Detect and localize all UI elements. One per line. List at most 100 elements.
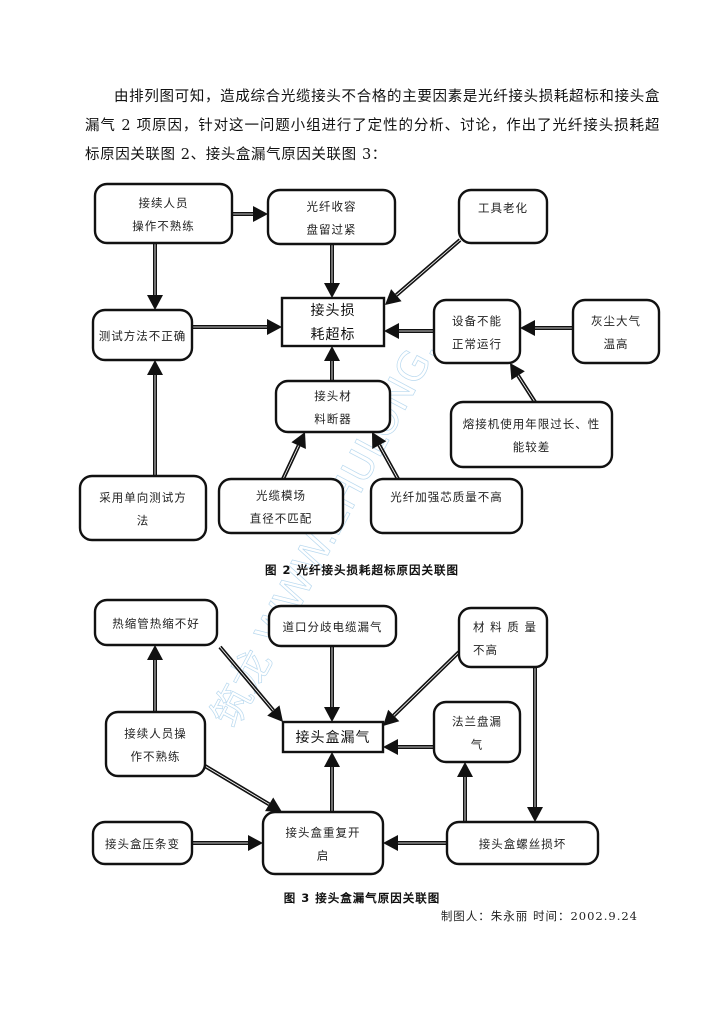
- node-box: [261, 810, 385, 876]
- fig3-edge-operator-to-heat-shrink: [147, 645, 163, 712]
- arrowhead-icon: [383, 835, 398, 851]
- arrowhead-icon: [372, 432, 387, 449]
- node-label: 接头材: [314, 389, 352, 403]
- fig2-edge-fusion-machine-to-equipment: [510, 363, 537, 404]
- fig3-edge-reopen-to-center: [324, 752, 340, 812]
- node-label: 接头盒压条变: [105, 837, 180, 851]
- figure2-edges: [147, 206, 573, 480]
- node-label: 设备不能: [452, 314, 502, 328]
- arrowhead-icon: [324, 707, 340, 722]
- node-label: 正常运行: [452, 337, 502, 351]
- node-box: [457, 606, 549, 669]
- arrowhead-icon: [248, 835, 263, 851]
- fig3-node-strip: 接头盒压条变: [91, 820, 194, 866]
- fig2-edge-strength-core-to-material: [372, 432, 400, 480]
- node-label: 料断器: [314, 412, 352, 426]
- node-label: 材 料 质 量: [473, 620, 537, 634]
- node-label: 法兰盘漏: [452, 715, 502, 729]
- arrowhead-icon: [147, 295, 163, 310]
- fig2-edge-operator-to-test-method: [147, 243, 163, 310]
- fig2-edge-mode-field-to-material: [281, 432, 306, 480]
- arrow-shaft-highlight: [204, 765, 270, 805]
- fig3-node-screw: 接头盒螺丝损坏: [445, 820, 600, 866]
- fig3-edge-screw-to-reopen: [383, 835, 447, 851]
- arrowhead-icon: [265, 797, 282, 812]
- fig2-node-center: 接头损耗超标: [280, 296, 386, 348]
- node-label: 光纤加强芯质量不高: [390, 490, 503, 504]
- node-box: [104, 710, 207, 778]
- arrow-shaft-highlight: [396, 239, 461, 296]
- node-box: [457, 188, 549, 245]
- node-label: 操作不熟练: [132, 219, 195, 233]
- node-label: 采用单向测试方: [99, 491, 187, 505]
- arrowhead-icon: [457, 762, 473, 777]
- node-box: [78, 474, 208, 542]
- node-label: 灰尘大气: [591, 314, 641, 328]
- figure3-edges: [147, 645, 543, 851]
- node-label: 法: [137, 514, 150, 528]
- fig3-node-center: 接头盒漏气: [281, 720, 385, 754]
- node-box: [267, 604, 398, 648]
- arrowhead-icon: [324, 283, 340, 298]
- node-label: 道口分歧电缆漏气: [283, 620, 383, 634]
- node-box: [281, 720, 385, 754]
- fig3-edge-branch-cable-to-center: [324, 646, 340, 722]
- fig2-node-strength-core: 光纤加强芯质量不高: [369, 477, 524, 535]
- arrowhead-icon: [520, 320, 535, 336]
- fig3-node-heat-shrink: 热缩管热缩不好: [93, 598, 219, 647]
- arrowhead-icon: [383, 739, 398, 755]
- arrowhead-icon: [384, 323, 399, 339]
- fig3-edge-material-quality-to-screw: [527, 667, 543, 822]
- node-box: [91, 820, 194, 866]
- fig2-edge-one-way-test-to-test-method: [147, 360, 163, 476]
- fig2-node-test-method: 测试方法不正确: [91, 308, 194, 362]
- fig3-edge-screw-to-flange: [457, 762, 473, 822]
- node-label: 热缩管热缩不好: [112, 617, 200, 631]
- arrowhead-icon: [324, 752, 340, 767]
- arrow-shaft-highlight: [219, 646, 274, 711]
- fig2-edge-test-method-to-center: [192, 319, 282, 335]
- arrow-shaft-highlight: [282, 445, 300, 480]
- arrowhead-icon: [253, 206, 268, 222]
- arrow-shaft-highlight: [393, 651, 460, 716]
- node-label: 接头盒螺丝损坏: [479, 837, 567, 851]
- figure3-caption: 图 3 接头盒漏气原因关联图: [284, 891, 441, 905]
- arrowhead-icon: [527, 807, 543, 822]
- node-label: 不高: [473, 643, 498, 657]
- node-label: 接续人员操: [124, 727, 187, 741]
- node-label: 接头盒重复开: [286, 826, 361, 840]
- node-label: 温高: [604, 337, 629, 351]
- fig3-edge-operator-to-reopen: [203, 764, 282, 812]
- arrowhead-icon: [267, 319, 282, 335]
- node-label: 接头盒漏气: [296, 729, 371, 746]
- node-label: 工具老化: [478, 201, 528, 215]
- arrowhead-icon: [385, 289, 402, 305]
- arrowhead-icon: [147, 360, 163, 375]
- node-label: 气: [471, 738, 484, 752]
- arrowhead-icon: [324, 346, 340, 361]
- node-box: [280, 296, 386, 348]
- node-box: [274, 379, 392, 434]
- node-box: [432, 700, 522, 764]
- intro-text: 由排列图可知，造成综合光缆接头不合格的主要因素是光纤接头损耗超标和接头盒漏气 2…: [85, 89, 660, 163]
- fig3-node-material-quality: 材 料 质 量不高: [457, 606, 549, 669]
- fig3-edge-heat-shrink-to-center: [218, 645, 283, 722]
- arrow-shaft-highlight: [378, 444, 399, 480]
- node-label: 作不熟练: [131, 750, 181, 764]
- node-box: [449, 400, 614, 469]
- fig2-edge-tool-aging-to-center: [385, 238, 462, 305]
- fig3-edge-strip-to-reopen: [192, 835, 263, 851]
- arrowhead-icon: [383, 709, 400, 726]
- fig2-edge-equipment-to-center: [384, 323, 434, 339]
- arrowhead-icon: [147, 645, 163, 660]
- node-label: 耗超标: [311, 327, 356, 343]
